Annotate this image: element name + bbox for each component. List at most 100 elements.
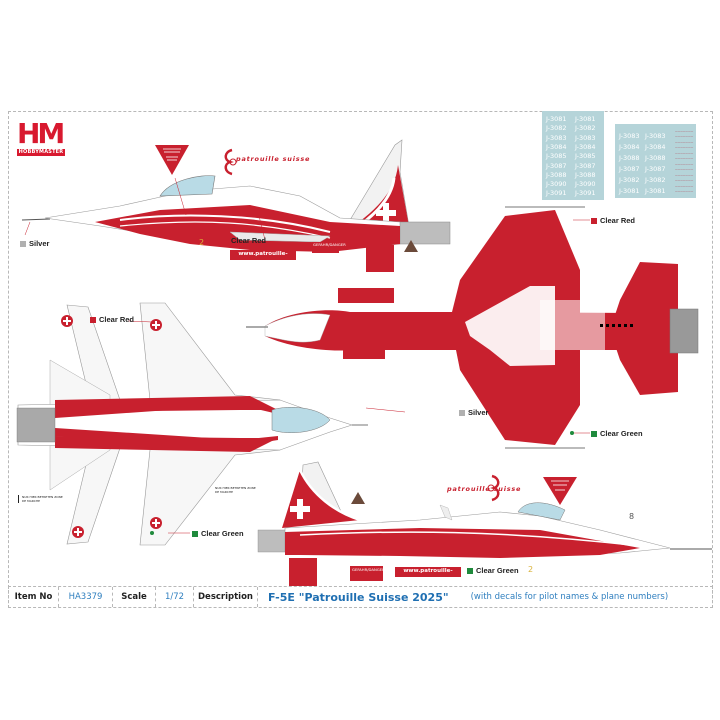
warning-triangle-small-top xyxy=(404,240,418,252)
decal-plane-number: J-3084 xyxy=(546,142,567,151)
team-emblem-top xyxy=(224,148,237,176)
callout-clear-green-top: Clear Green xyxy=(591,429,643,438)
decal-plane-number: J-3084 xyxy=(645,143,666,151)
product-info-table: Item No HA3379 Scale 1/72 Description F-… xyxy=(8,586,713,608)
decal-plane-number: J-3083 xyxy=(575,133,596,142)
decal-plane-number: J-3087 xyxy=(546,161,567,170)
decal-plane-number: J-3081 xyxy=(645,187,666,195)
danger-label: GEFAHR/DANGER xyxy=(352,567,385,572)
warning-triangle-decal-bottom xyxy=(543,477,577,505)
decal-plane-number: J-3083 xyxy=(619,132,640,140)
swiss-roundels xyxy=(61,315,162,538)
decal-plane-number: J-3088 xyxy=(546,170,567,179)
description-cell: F-5E "Patrouille Suisse 2025" (with deca… xyxy=(258,587,712,607)
danger-decal-bottom: GEFAHR/DANGER xyxy=(350,566,385,581)
item-no-label: Item No xyxy=(9,587,59,607)
item-no-value: HA3379 xyxy=(59,587,113,607)
fuel-number-bottom: 2 xyxy=(528,565,534,574)
decal-plane-number: J-3088 xyxy=(619,154,640,162)
logo-wordmark: HOBBYMASTER xyxy=(17,149,65,156)
profile-sheet-border xyxy=(8,111,713,608)
decal-plane-number: J-3082 xyxy=(575,124,596,133)
decal-plane-number: J-3081 xyxy=(619,187,640,195)
panel-number: 8 xyxy=(629,512,635,521)
callout-clear-red-bottom: Clear Red xyxy=(90,315,134,324)
decal-plane-number: J-3088 xyxy=(645,154,666,162)
decal-plane-number: J-3084 xyxy=(619,143,640,151)
decal-plane-number: J-3082 xyxy=(619,176,640,184)
fuel-number-top: 2 xyxy=(199,238,205,247)
callout-label: Clear Green xyxy=(201,529,244,538)
warning-triangle-small-bottom xyxy=(351,492,365,504)
decal-plane-number: J-3081 xyxy=(575,115,596,123)
callout-clear-red-top: Clear Red xyxy=(591,216,635,225)
description-value: F-5E "Patrouille Suisse 2025" xyxy=(268,590,449,604)
callout-label: Silver xyxy=(468,408,489,417)
decal-pilot-name: ——————— xyxy=(675,146,694,149)
team-emblem-bottom xyxy=(487,474,500,502)
description-label: Description xyxy=(194,587,258,607)
decal-pilot-name: ——————— xyxy=(675,163,694,166)
red-swatch xyxy=(591,218,597,225)
logo-mark: HM xyxy=(17,117,65,150)
callout-label: Clear Green xyxy=(600,429,643,438)
decal-pilot-name: ——————— xyxy=(675,152,694,155)
callout-silver-left: Silver xyxy=(20,239,49,248)
walkway-decal-left: NUR HIER BETRETEN ZONE DE MARCHE xyxy=(18,495,64,503)
decal-plane-number: J-3087 xyxy=(619,165,640,173)
callout-label: Clear Red xyxy=(99,315,135,324)
callout-silver-bottom: Silver xyxy=(459,408,488,417)
red-swatch xyxy=(222,238,228,245)
warning-triangle-decal-top xyxy=(155,145,189,175)
callout-label: Clear Red xyxy=(600,216,636,225)
decal-plane-number: J-3087 xyxy=(575,161,596,170)
url-decal-bottom: www.patrouille-suisse.ch xyxy=(395,567,461,583)
decal-plane-number: J-3082 xyxy=(645,176,666,184)
callout-clear-green-bottom: Clear Green xyxy=(192,529,244,538)
panel-decal-bottom xyxy=(289,558,317,586)
callout-label: Silver xyxy=(29,239,50,248)
decal-plane-number: J-3083 xyxy=(645,132,666,140)
description-note: (with decals for pilot names & plane num… xyxy=(470,592,669,602)
decal-plane-number: J-3081 xyxy=(546,115,567,123)
url-decal-top: www.patrouille-suisse.ch xyxy=(230,250,296,266)
decal-pilot-name: ——————— xyxy=(675,179,694,182)
green-swatch xyxy=(591,431,597,438)
decal-pilot-name: ——————— xyxy=(675,135,694,138)
decal-pilot-name: ——————— xyxy=(675,157,694,160)
decal-plane-number: J-3091 xyxy=(546,189,567,198)
decal-pilot-name: ——————— xyxy=(675,185,694,188)
hobbymaster-logo: HM HOBBYMASTER xyxy=(17,119,65,157)
callout-label: Clear Green xyxy=(476,566,519,575)
decal-plane-number: J-3083 xyxy=(546,133,567,142)
team-script-bottom: patrouille suisse xyxy=(447,485,522,493)
decal-pilot-name: ——————— xyxy=(675,174,694,177)
silver-swatch xyxy=(20,241,26,248)
decal-pilot-name: ——————— xyxy=(675,130,694,133)
decal-plane-number: J-3085 xyxy=(575,152,596,161)
panel-decal-top xyxy=(366,245,394,272)
decal-pilot-name: ——————— xyxy=(675,168,694,171)
decal-sheet-right: J-3083 J-3083 ——————— ——————— J-3084 J-3084 ——… xyxy=(615,124,696,198)
callout-clear-green-side: Clear Green xyxy=(467,566,519,575)
scale-label: Scale xyxy=(113,587,156,607)
silver-swatch xyxy=(459,410,465,417)
callout-clear-red-side: Clear Red xyxy=(222,236,266,245)
decal-plane-number: J-3090 xyxy=(546,180,567,189)
green-swatch xyxy=(192,531,198,538)
decal-plane-number: J-3082 xyxy=(546,124,567,133)
scale-value: 1/72 xyxy=(156,587,194,607)
decal-plane-number: J-3087 xyxy=(645,165,666,173)
callout-label: Clear Red xyxy=(231,236,267,245)
danger-label: GEFAHR/DANGER xyxy=(313,242,346,247)
decal-plane-number: J-3085 xyxy=(546,152,567,161)
decal-plane-number: J-3084 xyxy=(575,142,596,151)
walkway-decal-right: NUR HIER BETRETEN ZONE DE MARCHE xyxy=(215,486,256,494)
red-swatch xyxy=(90,317,96,324)
decal-plane-number: J-3090 xyxy=(575,180,596,189)
danger-decal-top: GEFAHR/DANGER xyxy=(312,242,346,253)
